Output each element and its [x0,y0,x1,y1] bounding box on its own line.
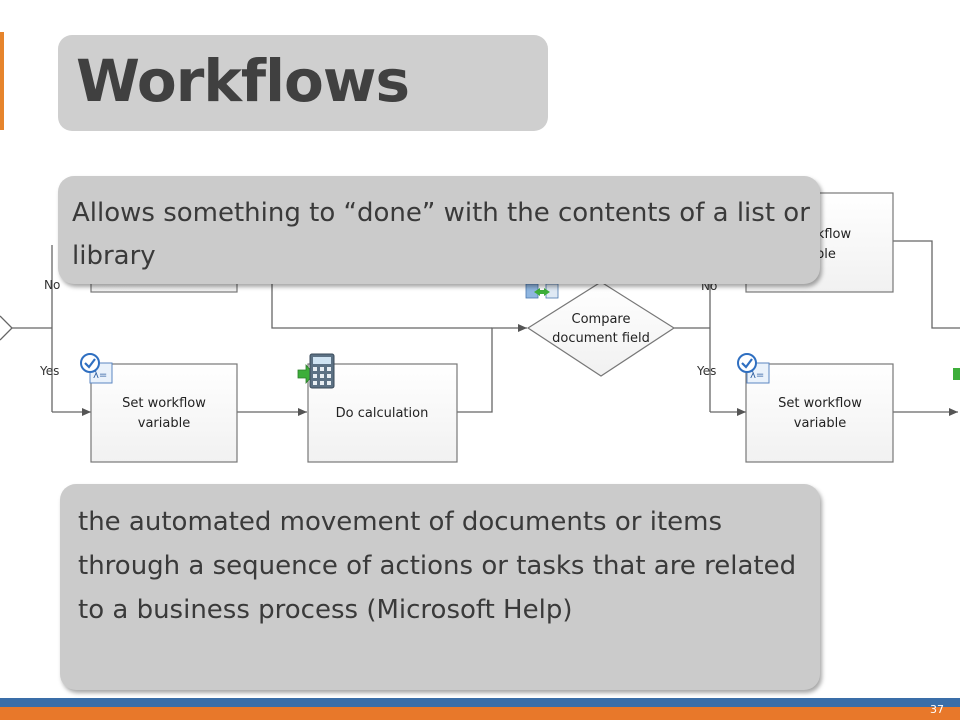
compare-line2: document field [552,331,650,346]
calculator-icon [297,353,335,389]
callout-top-text: Allows something to “done” with the cont… [72,198,810,271]
connector-lines [0,240,960,416]
footer-orange-bar [0,707,960,720]
edge-label-no-left: No [44,278,60,292]
footer-blue-bar [0,698,960,707]
svg-text:λ=: λ= [93,370,107,381]
lambda-check-icon-left: λ= [80,353,113,384]
edge-label-yes-left: Yes [39,364,59,378]
set-workflow-variable-right: Set workflow variable [745,363,894,463]
set-left-line2: variable [138,416,190,431]
compare-document-field-decision: Compare document field [526,281,676,377]
callout-definition-short: Allows something to “done” with the cont… [58,176,820,284]
partial-green-icon [953,368,960,380]
callout-bottom-text: the automated movement of documents or i… [78,507,797,625]
page-number: 37 [930,703,944,716]
set-workflow-variable-left: Set workflow variable [90,363,238,463]
accent-bar [0,32,4,130]
set-left-line1: Set workflow [122,396,206,411]
do-calculation-label: Do calculation [336,406,429,421]
title-box: Workflows [58,35,548,131]
set-right-line1: Set workflow [778,396,862,411]
svg-text:λ=: λ= [750,370,764,381]
calc-to-compare-arrow [457,324,527,413]
slide-title: Workflows [76,47,410,115]
callout-definition-long: the automated movement of documents or i… [60,484,820,690]
set-right-line2: variable [794,416,846,431]
lambda-check-icon-right: λ= [737,353,770,384]
compare-line1: Compare [572,312,631,327]
compare-icon [525,283,559,299]
entry-chevron [0,315,13,341]
edge-label-yes-right: Yes [696,364,716,378]
top-right-exit-line [893,240,960,329]
top-loop-line [271,284,492,329]
